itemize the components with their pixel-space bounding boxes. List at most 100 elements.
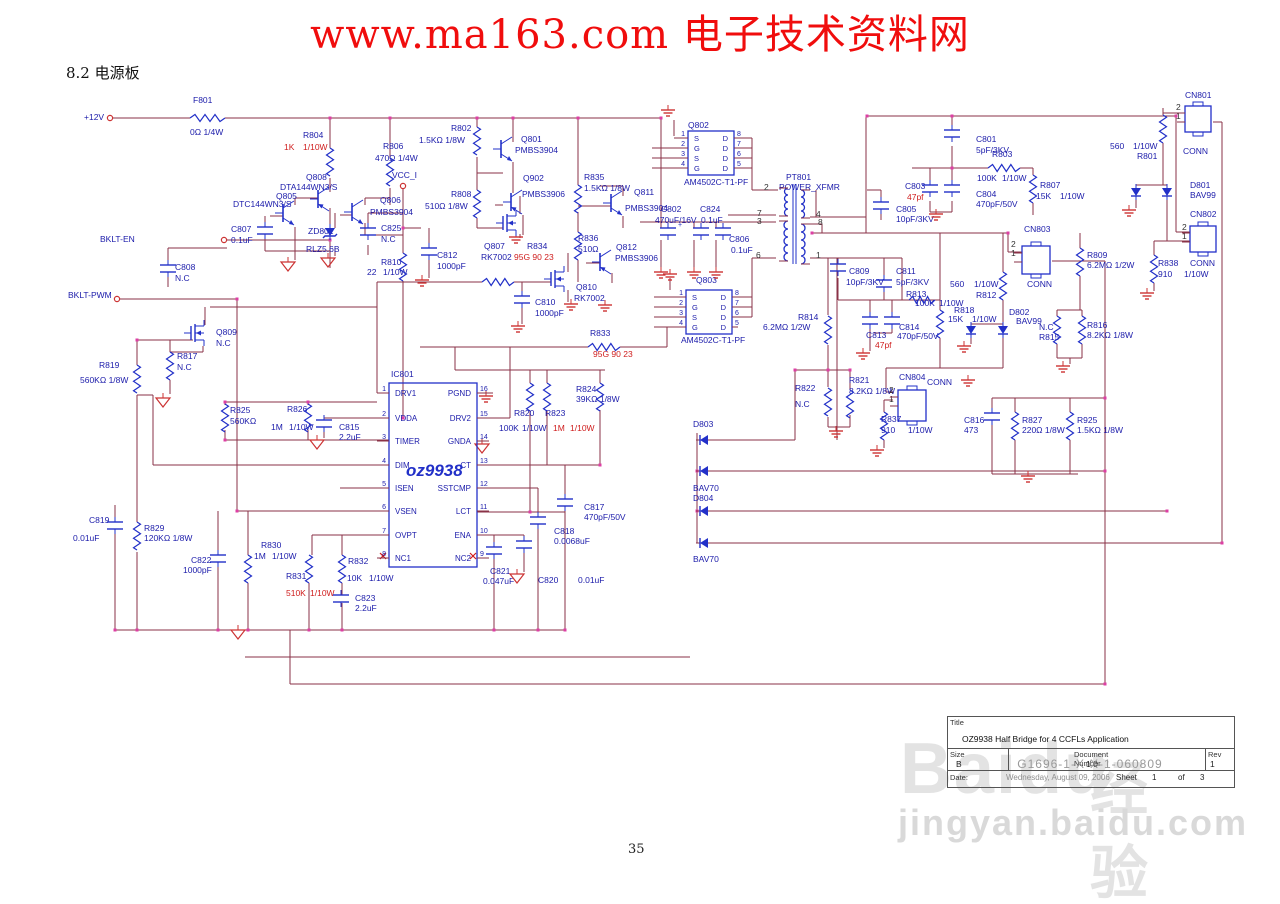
schematic-label: RLZ5.6B <box>306 244 340 254</box>
schematic-label: 560 <box>1110 141 1124 151</box>
title-block: Title OZ9938 Half Bridge for 4 CCFLs App… <box>947 716 1235 788</box>
schematic-label: R837 <box>881 414 902 424</box>
schematic-label: 0Ω 1/4W <box>190 127 223 137</box>
transistor-arrow-icon <box>358 219 363 224</box>
schematic-label: 560KΩ <box>230 416 256 426</box>
schematic-label: 1/10W <box>1184 269 1209 279</box>
ic-box-q802 <box>687 130 735 176</box>
schematic-label: C810 <box>535 297 556 307</box>
transistor-symbol <box>599 249 612 258</box>
schematic-label: 1 <box>1011 248 1016 258</box>
schematic-label: R812 <box>976 290 997 300</box>
schematic-label: CONN <box>1183 146 1208 156</box>
schematic-label: 473 <box>964 425 978 435</box>
resistor-symbol <box>908 295 936 305</box>
schematic-label: 0.1uF <box>701 215 723 225</box>
schematic-label: BAV70 <box>693 554 719 564</box>
schematic-label: C819 <box>89 515 110 525</box>
ic-pin-name: D <box>721 293 727 302</box>
ground-icon <box>308 439 326 450</box>
schematic-label: Q803 <box>696 275 717 285</box>
schematic-label: AM4502C-T1-PF <box>684 177 748 187</box>
schematic-label: IC801 <box>391 369 414 379</box>
section-title: 8.2 电源板 <box>66 64 140 82</box>
schematic-label: 1/10W <box>522 423 547 433</box>
ic-pin-name: D <box>721 303 727 312</box>
junction-dot <box>388 116 392 120</box>
schematic-label: R832 <box>348 556 369 566</box>
schematic-label: R801 <box>1137 151 1158 161</box>
rev-label: Rev <box>1208 750 1222 759</box>
resistor-symbol <box>987 163 1021 173</box>
schematic-label: 910 <box>1158 269 1172 279</box>
schematic-label: 910 <box>881 425 895 435</box>
junction-dot <box>307 628 311 632</box>
schematic-label: VCC_I <box>392 170 417 180</box>
junction-dot <box>810 231 814 235</box>
schematic-label: 1/10W <box>272 551 297 561</box>
resistor-symbol <box>220 403 230 433</box>
schematic-label: 100K <box>977 173 997 183</box>
schematic-label: CONN <box>927 377 952 387</box>
schematic-label: 0.0068uF <box>554 536 590 546</box>
ic-pin-number: 3 <box>681 151 685 158</box>
schematic-label: N.C <box>795 399 810 409</box>
schematic-label: 1M <box>271 422 283 432</box>
date-label: Date: <box>950 773 968 782</box>
ic-pin-name: VDDA <box>395 414 418 423</box>
sheets-total: 3 <box>1200 773 1205 782</box>
schematic-label: 510K <box>286 588 306 598</box>
schematic-label: 0.1uF <box>231 235 253 245</box>
junction-dot <box>223 438 227 442</box>
schematic-label: 1/10W <box>1060 191 1085 201</box>
resistor-symbol <box>1010 411 1020 441</box>
transistor-arrow-icon <box>600 267 606 272</box>
size-value: B <box>956 759 962 769</box>
schematic-label: 220Ω 1/8W <box>1022 425 1065 435</box>
schematic-label: D803 <box>693 419 714 429</box>
schematic-label: C821 <box>490 566 511 576</box>
diode-symbol <box>1162 188 1172 196</box>
schematic-label: Q805 <box>276 191 297 201</box>
doc-number: G1696-1-X-X-1-060809 <box>1017 757 1163 771</box>
ic-part-name: oz9938 <box>406 461 463 480</box>
transistor-symbol <box>351 199 364 208</box>
resistor-symbol <box>165 351 175 381</box>
title-block-row-date: Date: Wednesday, August 09, 2006 Sheet 1… <box>948 771 1234 787</box>
schematic-label: 1/10W <box>383 267 408 277</box>
schematic-label: R807 <box>1040 180 1061 190</box>
resistor-symbol <box>472 126 482 156</box>
schematic-label: R833 <box>590 328 611 338</box>
resistor-symbol <box>243 554 253 584</box>
schematic-label: 1 <box>816 250 821 260</box>
schematic-label: R829 <box>144 523 165 533</box>
junction-dot <box>1220 541 1224 545</box>
schematic-label: 510Ω 1/8W <box>425 201 468 211</box>
junction-dot <box>401 416 405 420</box>
schematic-label: Q811 <box>634 187 654 197</box>
ic-pin-number: 6 <box>382 504 386 511</box>
resistor-symbol <box>823 387 833 417</box>
schematic-label: DTA144WN3/S <box>280 182 338 192</box>
schematic-label: 1/10W <box>303 142 328 152</box>
ic-pin-number: 2 <box>679 300 683 307</box>
ic-pin-number: 4 <box>679 320 683 327</box>
schematic-label: BKLT-EN <box>100 234 135 244</box>
ic-pin-number: 3 <box>382 434 386 441</box>
ic-pin-number: 5 <box>737 161 741 168</box>
schematic-label: 120KΩ 1/8W <box>144 533 192 543</box>
ground-icon <box>229 629 247 640</box>
connector-symbol <box>1189 225 1217 253</box>
resistor-symbol <box>587 342 621 352</box>
schematic-label: C817 <box>584 502 605 512</box>
ic-pin-name: D <box>721 313 727 322</box>
ic-pin-name: S <box>692 313 697 322</box>
schematic-label: 6.2MΩ 1/2W <box>1087 260 1134 270</box>
schematic-label: DTC144WN3/S <box>233 199 292 209</box>
ic-pin-number: 10 <box>480 528 488 535</box>
junction-dot <box>235 509 239 513</box>
schematic-label: ZD801 <box>308 226 334 236</box>
schematic-label: R925 <box>1077 415 1098 425</box>
schematic-label: 1 <box>1182 231 1187 241</box>
